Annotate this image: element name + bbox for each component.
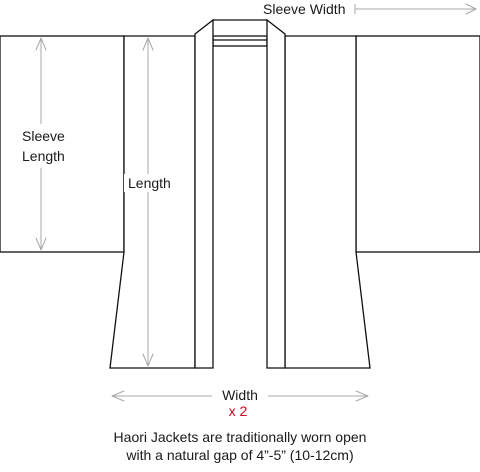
right-collar-band	[266, 18, 286, 369]
sleeve-length-label-line1: Sleeve	[22, 128, 65, 144]
width-arrowhead-left	[111, 390, 125, 402]
sleeve-length-arrowhead-bottom	[35, 237, 47, 251]
haori-note-line1: Haori Jackets are traditionally worn ope…	[113, 429, 367, 445]
width-multiplier-label: x 2	[229, 403, 248, 419]
left-body-panel	[109, 35, 196, 369]
sleeve-length-arrowhead-top	[35, 37, 47, 51]
left-collar-band	[194, 18, 214, 369]
sleeve-width-label: Sleeve Width	[263, 1, 345, 17]
width-label: Width	[222, 387, 258, 403]
sleeve-length-label-line2: Length	[22, 148, 65, 164]
haori-note: Haori Jackets are traditionally worn ope…	[0, 428, 480, 464]
width-arrowhead-right	[355, 390, 369, 402]
haori-note-line2: with a natural gap of 4”-5” (10-12cm)	[126, 447, 354, 463]
back-neck-band	[212, 35, 268, 47]
length-label: Length	[128, 175, 171, 191]
length-arrowhead-top	[142, 37, 154, 51]
sleeve-width-arrowhead	[465, 3, 477, 15]
right-sleeve	[355, 35, 480, 253]
length-arrowhead-bottom	[142, 353, 154, 367]
